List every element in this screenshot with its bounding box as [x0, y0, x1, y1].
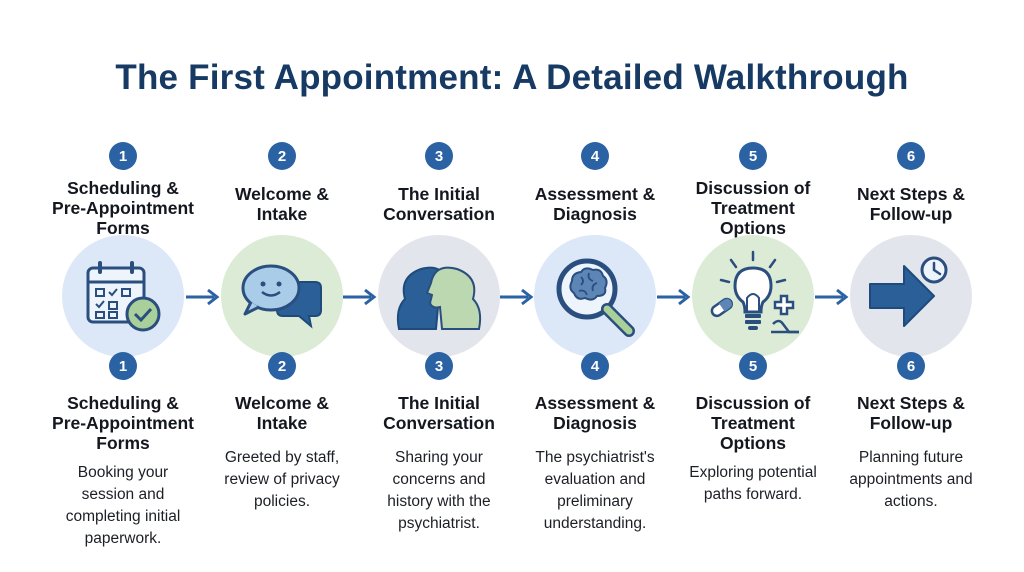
step-icon-circle	[62, 235, 184, 357]
step-title: Welcome &Intake	[234, 184, 329, 224]
step-number-badge: 3	[425, 352, 453, 380]
step-icon-circle	[534, 235, 656, 357]
chat-bubbles-icon	[241, 264, 322, 329]
two-heads-icon	[396, 266, 482, 330]
step-title: Assessment &Diagnosis	[534, 393, 656, 433]
step-number-badge: 2	[268, 352, 296, 380]
step-icon-circle	[850, 235, 972, 357]
flow-arrow	[657, 288, 691, 306]
step-number-badge: 1	[109, 142, 137, 170]
step-number-badge: 6	[897, 142, 925, 170]
step-title: Welcome &Intake	[234, 393, 329, 433]
lightbulb-icon	[710, 250, 799, 334]
flow-arrow	[815, 288, 849, 306]
step-title: Next Steps &Follow-up	[857, 393, 965, 433]
step-number-badge: 5	[739, 352, 767, 380]
step-number-badge: 4	[581, 142, 609, 170]
brain-magnifier-icon	[556, 258, 635, 337]
step-title: Next Steps &Follow-up	[857, 184, 965, 224]
flow-arrow	[500, 288, 534, 306]
step-icon-circle	[692, 235, 814, 357]
flow-arrow	[186, 288, 220, 306]
page-title: The First Appointment: A Detailed Walkth…	[115, 58, 909, 97]
step-number-badge: 2	[268, 142, 296, 170]
calendar-check-icon	[86, 261, 161, 332]
step-number-badge: 6	[897, 352, 925, 380]
step-icon-circle	[378, 235, 500, 357]
step-number-badge: 3	[425, 142, 453, 170]
step-title: Assessment &Diagnosis	[534, 184, 656, 224]
arrow-clock-icon	[869, 256, 948, 327]
step-icon-circle	[221, 235, 343, 357]
flow-arrow	[343, 288, 377, 306]
step-number-badge: 1	[109, 352, 137, 380]
step-number-badge: 5	[739, 142, 767, 170]
step-number-badge: 4	[581, 352, 609, 380]
